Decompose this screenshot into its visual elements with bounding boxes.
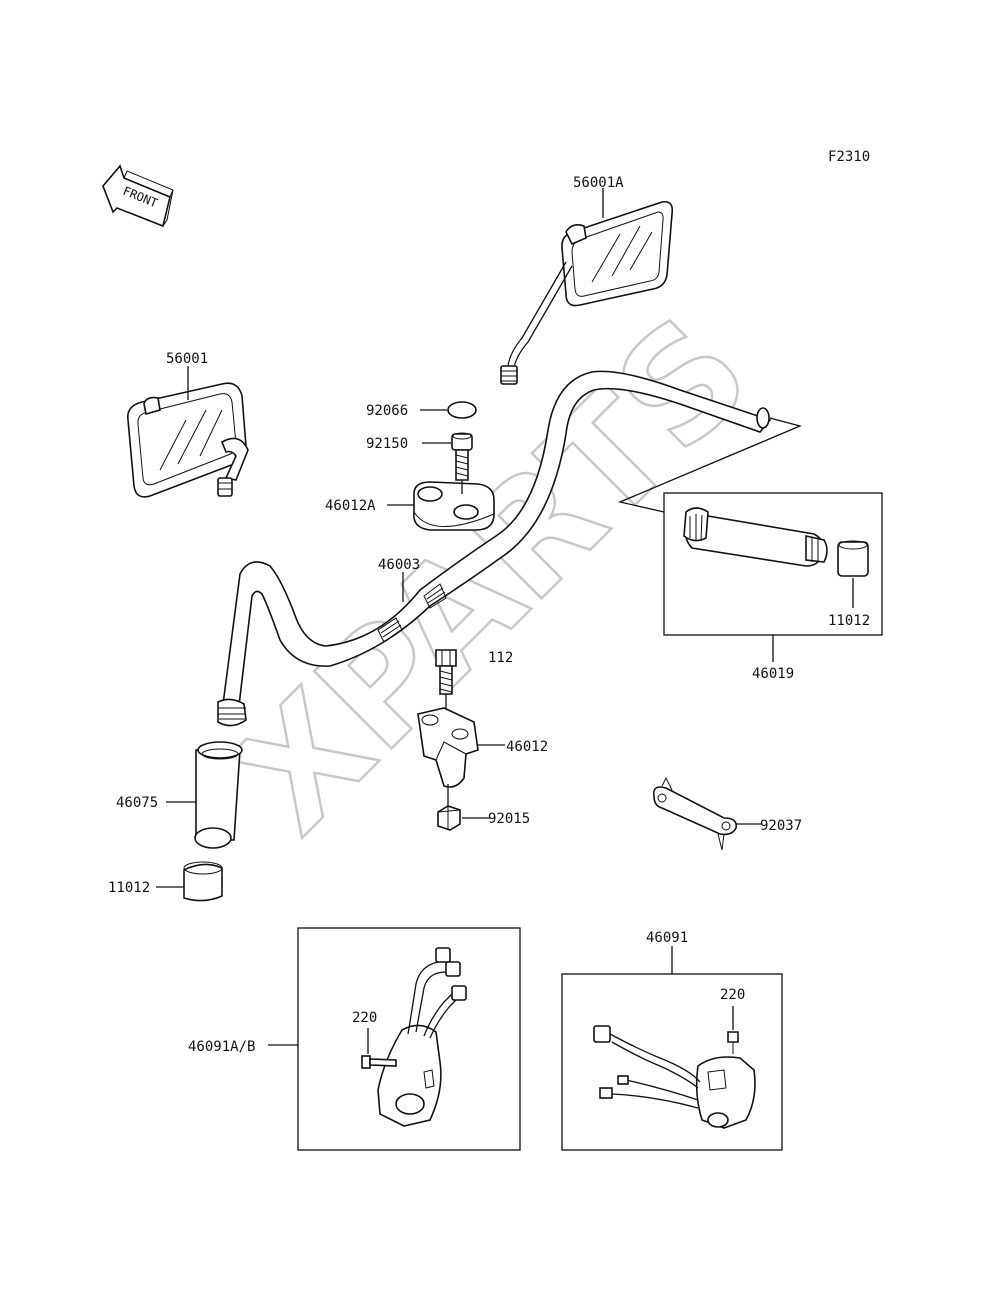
label-handlebar: 46003 <box>378 557 420 573</box>
label-bolt-lower: 112 <box>488 650 513 666</box>
label-weight-right: 11012 <box>828 613 870 629</box>
label-screw-left: 220 <box>352 1010 377 1026</box>
label-wrench: 92037 <box>760 818 802 834</box>
nut[interactable] <box>437 805 461 831</box>
label-weight-left: 11012 <box>108 880 150 896</box>
watermark: XPARTS <box>201 284 784 867</box>
label-switch-assy: 46091 <box>646 930 688 946</box>
label-cap: 92066 <box>366 403 408 419</box>
grip-left[interactable] <box>194 741 243 849</box>
weight-right[interactable] <box>837 540 869 577</box>
label-holder-upper: 46012A <box>325 498 376 514</box>
cap[interactable] <box>447 401 477 419</box>
label-mirror-right: 56001A <box>573 175 624 191</box>
leader-grip-assy-link <box>617 417 803 513</box>
watermark-text: XPARTS <box>202 285 783 866</box>
bolt-upper[interactable] <box>451 432 473 481</box>
label-nut: 92015 <box>488 811 530 827</box>
figure-code: F2310 <box>828 149 870 165</box>
screw-right[interactable] <box>727 1031 739 1054</box>
wrench[interactable] <box>652 776 738 851</box>
label-switch-left: 46091A/B <box>188 1039 255 1055</box>
label-mirror-left: 56001 <box>166 351 208 367</box>
switch-left[interactable] <box>377 947 467 1127</box>
holder-lower[interactable] <box>417 707 479 788</box>
label-grip-assy: 46019 <box>752 666 794 682</box>
screw-left[interactable] <box>361 1055 397 1069</box>
front-arrow-icon: FRONT <box>102 164 174 228</box>
label-bolt-upper: 92150 <box>366 436 408 452</box>
switch-right[interactable] <box>593 1025 756 1129</box>
switch-left-box <box>297 927 521 1151</box>
bolt-lower[interactable] <box>435 649 457 695</box>
label-holder-lower: 46012 <box>506 739 548 755</box>
mirror-left[interactable] <box>126 382 249 498</box>
weight-left[interactable] <box>183 861 223 902</box>
label-screw-right: 220 <box>720 987 745 1003</box>
holder-upper[interactable] <box>413 481 495 531</box>
switch-right-box <box>561 973 783 1151</box>
mirror-right[interactable] <box>500 200 674 385</box>
handlebar[interactable] <box>217 370 772 727</box>
grip-assy[interactable] <box>683 507 828 567</box>
label-grip-left: 46075 <box>116 795 158 811</box>
